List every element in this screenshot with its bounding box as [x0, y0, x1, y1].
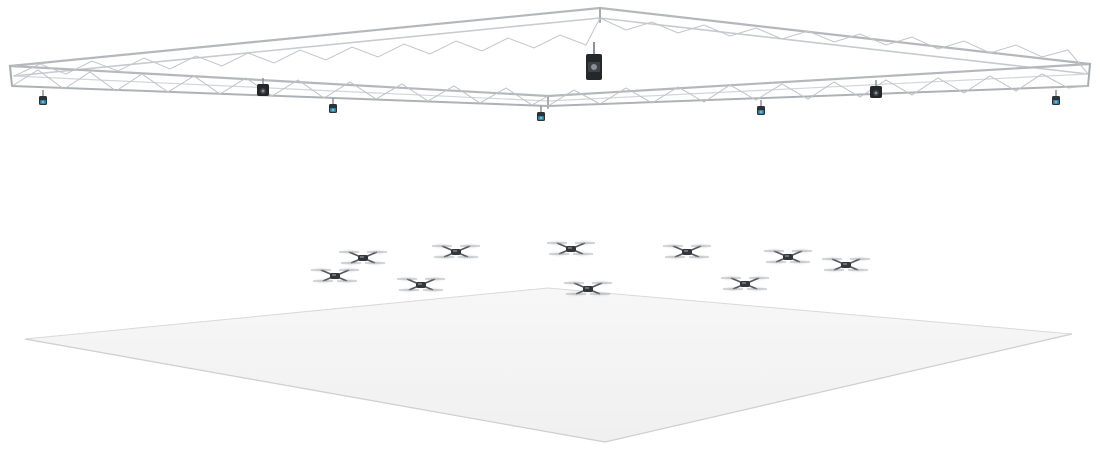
mocap-camera: [328, 97, 338, 114]
mocap-cameras: [38, 55, 1061, 122]
drone: [545, 239, 597, 258]
mocap-camera-large: [586, 42, 602, 80]
drone: [661, 242, 713, 261]
stage-floor: [24, 287, 1073, 443]
mocap-camera: [1051, 89, 1061, 106]
mocap-camera: [869, 79, 883, 99]
mocap-camera: [38, 89, 48, 106]
mocap-camera: [536, 105, 546, 122]
overhead-truss: [8, 6, 1092, 109]
drone-swarm: [309, 239, 872, 298]
drone: [762, 247, 814, 266]
mocap-camera: [756, 99, 766, 116]
drone: [820, 255, 872, 274]
drone: [337, 248, 389, 267]
drone: [395, 275, 447, 294]
drone: [430, 242, 482, 261]
drone: [309, 266, 361, 285]
drone: [719, 274, 771, 293]
